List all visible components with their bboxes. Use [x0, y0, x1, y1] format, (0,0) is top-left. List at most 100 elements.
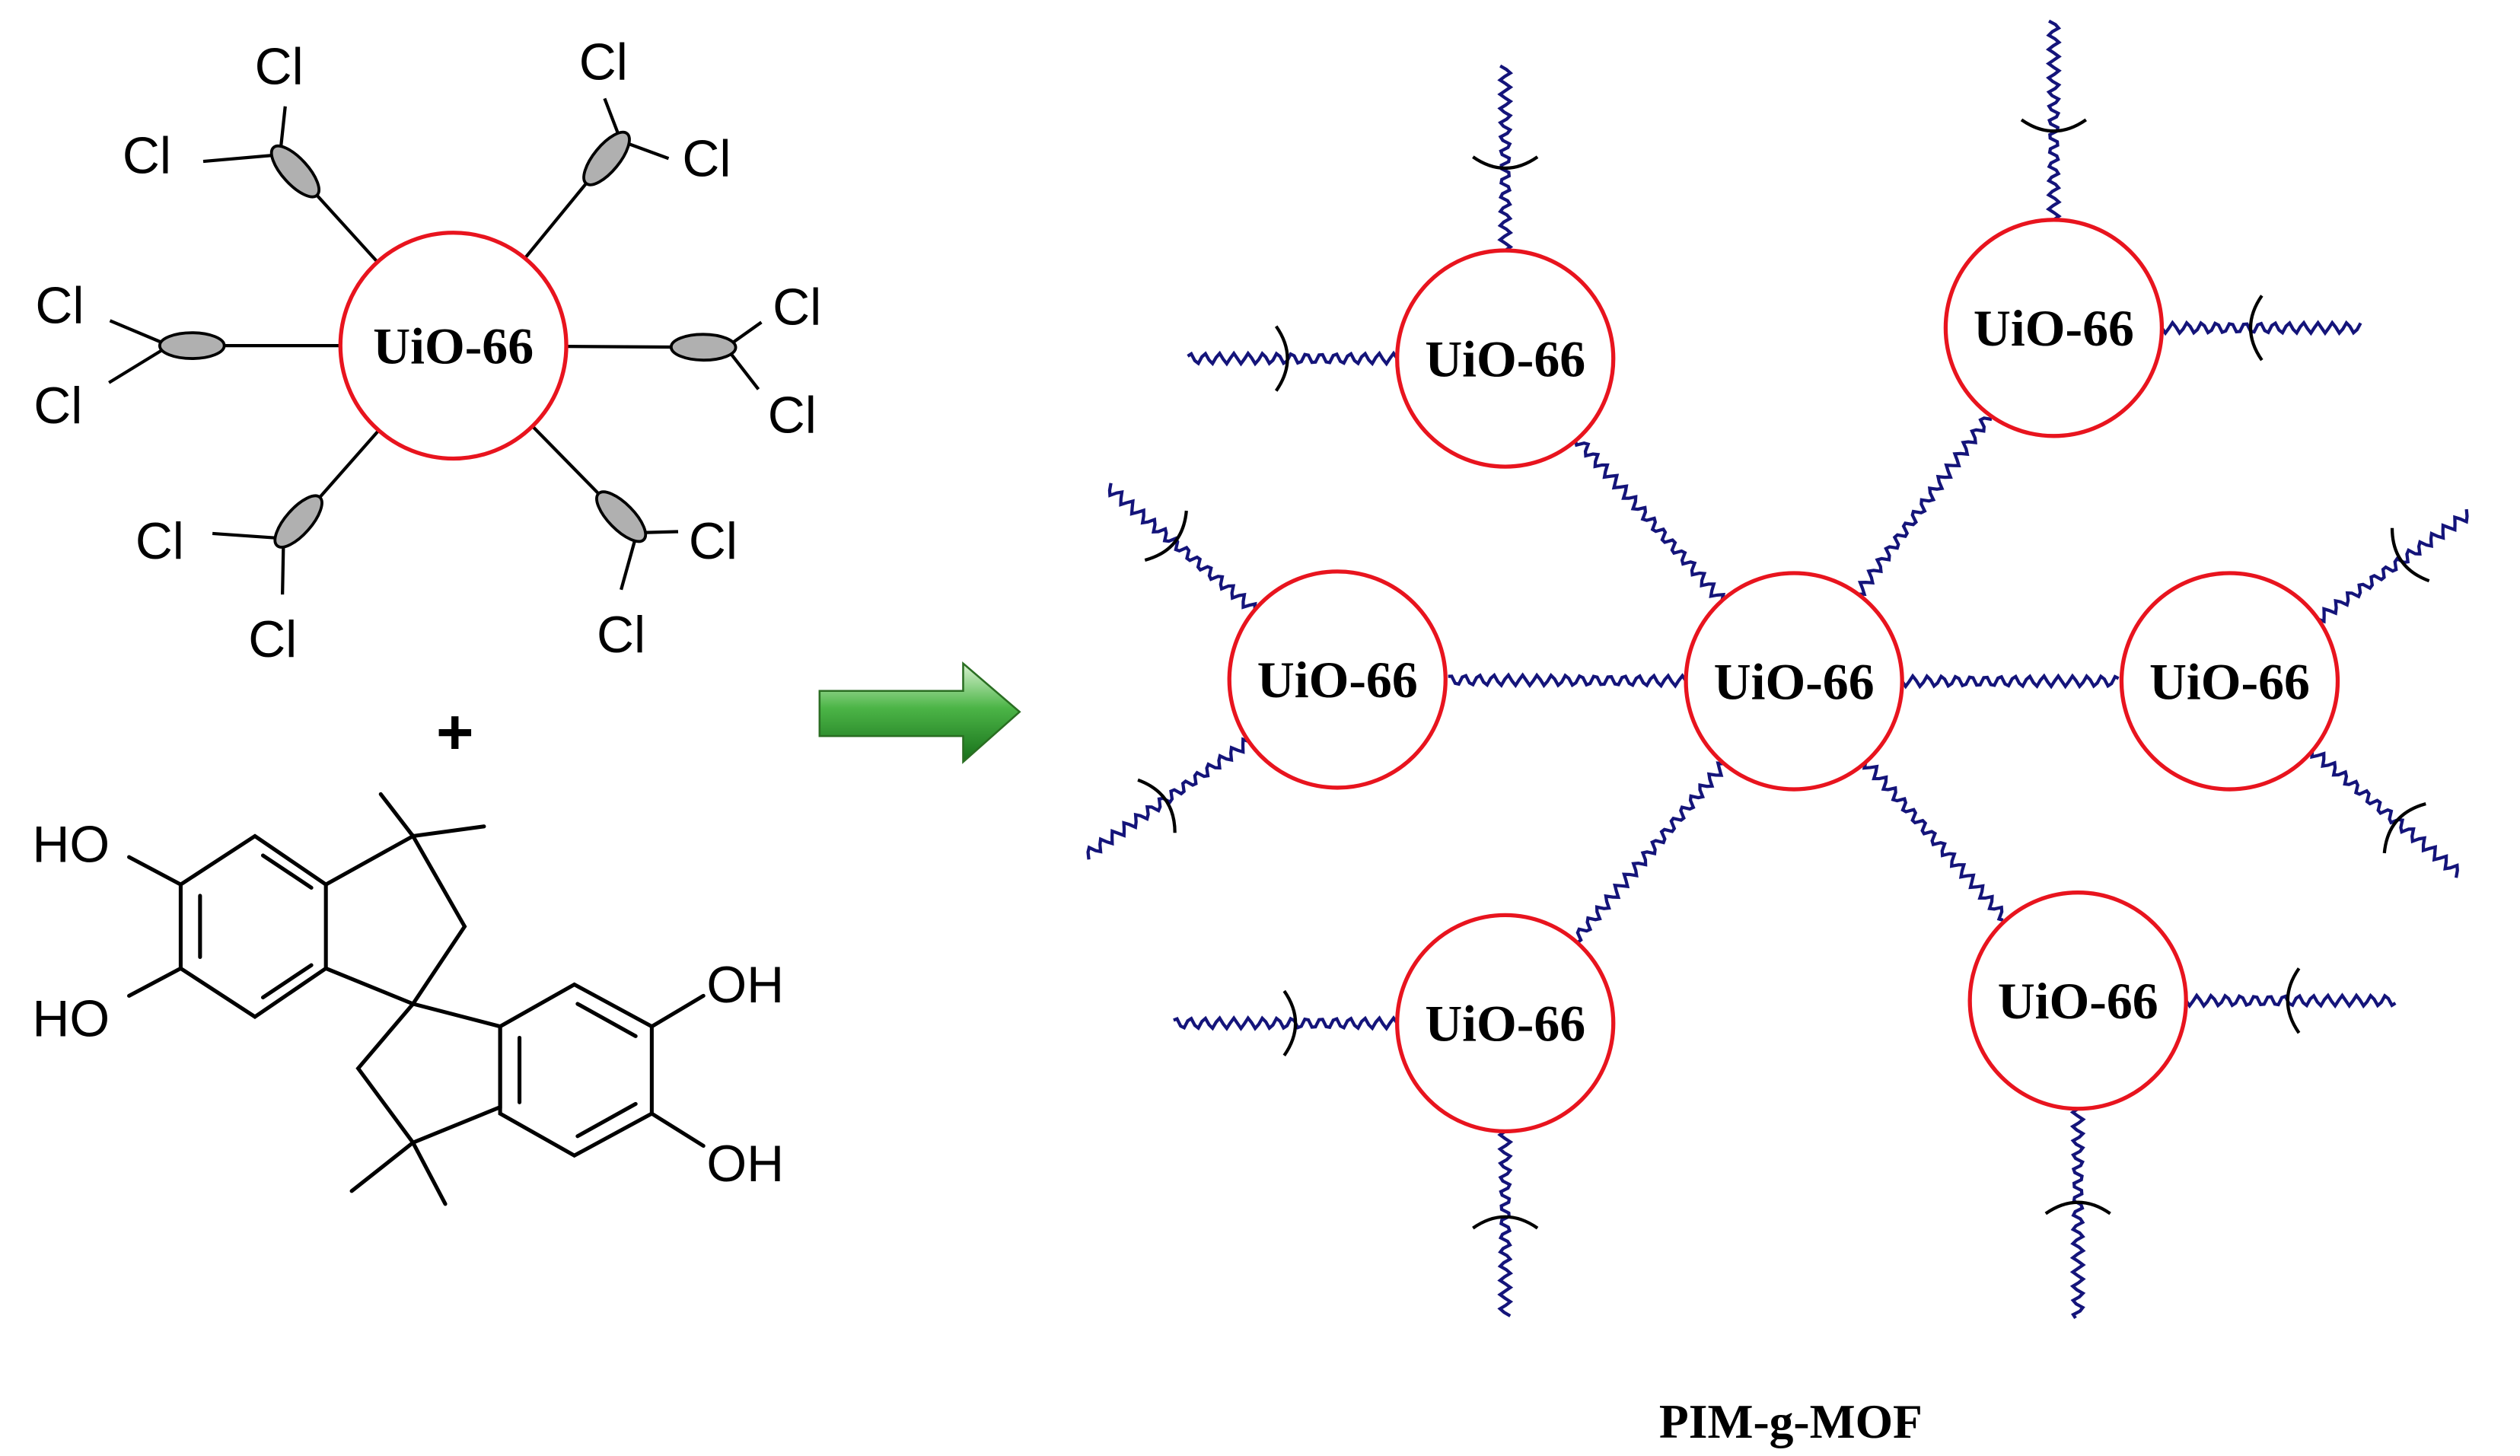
c-cl-bond: [109, 319, 170, 348]
polymer-chain: [2069, 1107, 2086, 1320]
upper-ring-inner-bond: [260, 853, 314, 890]
uio66-node-label: UiO-66: [1425, 996, 1585, 1053]
polymer-chain: [2045, 19, 2062, 221]
uio66-node-circle: [1395, 248, 1616, 469]
uio66-node-label: UiO-66: [1257, 652, 1418, 709]
chlorine-label: Cl: [35, 277, 84, 334]
polymer-chain: [1497, 64, 1514, 252]
c-cl-bond: [202, 153, 281, 164]
repeat-unit-bracket: [2286, 967, 2301, 1034]
uio66-node-circle: [1943, 218, 2165, 438]
polymer-chain: [1448, 672, 1687, 689]
methyl-bond: [411, 824, 486, 839]
uio66-node-circle: [2119, 571, 2340, 792]
polymer-chain: [2318, 508, 2469, 624]
oh-bond: [649, 993, 706, 1029]
upper-cyclopentane: [323, 833, 467, 1007]
polymer-chain: [1187, 350, 1399, 367]
uio66-node-label: UiO-66: [1974, 300, 2134, 357]
carbon-orbital-ellipse: [582, 130, 631, 186]
linker-bond: [531, 425, 600, 495]
lower-ring-inner-bond: [575, 1101, 638, 1139]
ho-bond: [127, 966, 183, 998]
repeat-unit-bracket: [2390, 527, 2430, 583]
methyl-bond: [349, 1140, 416, 1193]
polymer-chain: [1862, 761, 2004, 922]
upper-ring-inner-bond: [260, 963, 314, 1000]
linker-bond: [524, 182, 588, 260]
repeat-unit-bracket: [1144, 510, 1188, 562]
c-cl-bond: [108, 344, 170, 384]
lower-ring-inner-bond: [575, 1002, 638, 1038]
polymer-chain: [1107, 483, 1257, 610]
tetrahydroxy-spirobisindane: [127, 792, 706, 1206]
carbon-orbital-ellipse: [273, 494, 323, 549]
chlorine-label: Cl: [255, 39, 304, 96]
polymer-chain: [1497, 1129, 1514, 1317]
product-label: PIM-g-MOF: [1659, 1394, 1923, 1448]
uio66-node-circle: [1967, 890, 2188, 1111]
repeat-unit-bracket: [2248, 295, 2264, 362]
linker-bond: [318, 429, 381, 499]
uio66-node-label: UiO-66: [1998, 973, 2158, 1030]
upper-benzene-ring: [178, 833, 328, 1019]
lower-benzene-ring: [498, 982, 654, 1158]
chlorine-label: Cl: [248, 611, 297, 668]
chlorine-label: Cl: [689, 513, 738, 570]
reaction-arrow: [818, 661, 1021, 764]
carbon-orbital-ellipse: [595, 490, 648, 543]
repeat-unit-bracket: [1274, 325, 1289, 392]
chlorine-label: Cl: [33, 378, 82, 435]
polymer-chain: [1857, 416, 1993, 596]
lower-cyclopentane: [355, 1002, 502, 1145]
chlorine-label: Cl: [773, 279, 821, 336]
uio66-node-label: UiO-66: [1714, 653, 1875, 710]
uio66-node-circle: [1227, 569, 1448, 790]
repeat-unit-bracket: [1472, 155, 1539, 170]
chlorine-label: Cl: [135, 513, 184, 570]
repeat-unit-bracket: [2044, 1200, 2111, 1215]
uio66-node-circle: [1684, 571, 1904, 792]
chlorine-label: Cl: [682, 131, 731, 188]
repeat-unit-bracket: [2020, 118, 2088, 133]
polymer-chain: [1086, 737, 1250, 860]
hydroxyl-label: HO: [32, 990, 110, 1047]
ho-bond: [127, 855, 183, 887]
chlorine-label: Cl: [597, 607, 645, 664]
uio66-node-label: UiO-66: [2149, 653, 2310, 710]
hydroxyl-label: HO: [32, 816, 110, 873]
polymer-chain: [1575, 761, 1725, 944]
repeat-unit-bracket: [1472, 1215, 1539, 1230]
uio66-reactant-circle: [338, 231, 569, 461]
polymer-chain: [1900, 673, 2120, 690]
methyl-bond: [378, 792, 416, 839]
c-cl-bond: [212, 531, 284, 540]
carbon-orbital-ellipse: [269, 144, 320, 199]
plus-sign: +: [436, 695, 474, 767]
polymer-chain: [1173, 1015, 1399, 1031]
linker-bond: [566, 344, 671, 349]
polymer-chain: [1574, 441, 1726, 601]
chlorine-label: Cl: [768, 387, 817, 444]
chlorine-label: Cl: [579, 33, 628, 91]
polymer-chain: [2310, 750, 2459, 878]
carbon-orbital-ellipse: [158, 331, 226, 360]
uio66-node-label: UiO-66: [1425, 330, 1585, 387]
hydroxyl-label: OH: [706, 1136, 784, 1193]
chlorine-label: Cl: [123, 127, 171, 184]
uio66-reactant-label: UiO-66: [373, 317, 534, 374]
uio66-node-circle: [1395, 913, 1616, 1134]
hydroxyl-label: OH: [706, 957, 784, 1014]
carbon-orbital-ellipse: [669, 333, 738, 362]
oh-bond: [649, 1111, 706, 1149]
repeat-unit-bracket: [1137, 778, 1177, 833]
polymer-chain: [2184, 992, 2397, 1009]
repeat-unit-bracket: [2382, 801, 2426, 854]
polymer-chain: [2160, 320, 2362, 336]
linker-bond: [315, 194, 379, 263]
methyl-bond: [411, 1140, 448, 1206]
c-cl-bond: [620, 532, 639, 591]
